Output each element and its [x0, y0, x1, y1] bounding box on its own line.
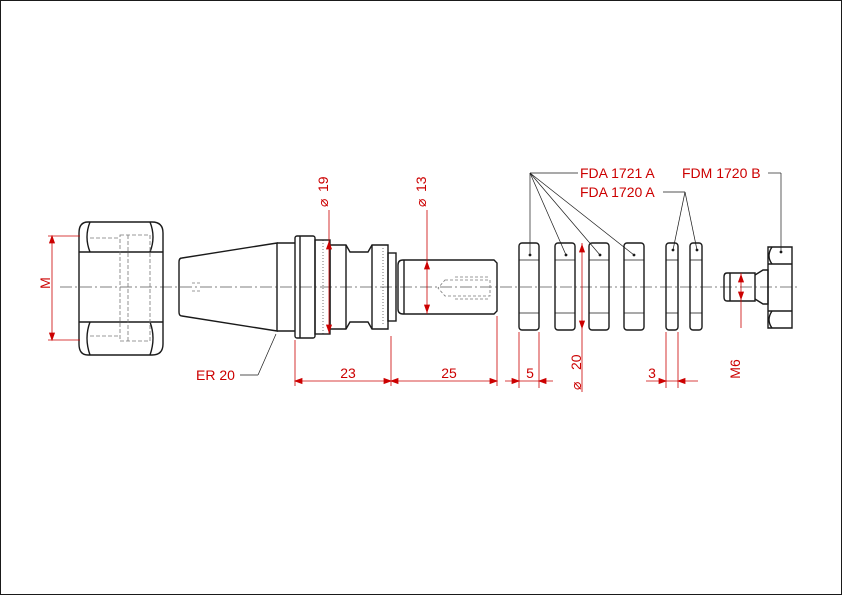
clamping-shank: [397, 259, 498, 315]
symbol-diameter-19: ⌀: [315, 198, 331, 207]
symbol-diameter-20: ⌀: [568, 381, 584, 390]
collet-nut: [78, 221, 164, 356]
ring-6: [689, 242, 703, 331]
label-length-23: 23: [340, 365, 356, 381]
label-shank-diameter-13: 13: [413, 176, 429, 192]
dimension-diameter-19: [325, 210, 333, 334]
thin-rings: [665, 242, 703, 331]
label-ring-diameter-20: 20: [568, 354, 584, 370]
ring-3: [588, 242, 610, 331]
holder-knurl-marks: [322, 240, 384, 334]
nut-hidden-lines: [90, 234, 151, 342]
label-shank-diameter-19: 19: [315, 176, 331, 192]
collet-holder: [178, 235, 397, 339]
leader-dots: [528, 248, 783, 257]
dimension-lengths: [293, 316, 499, 386]
label-screw-code: FDM 1720 B: [682, 165, 761, 181]
label-ring-thickness-5: 5: [526, 365, 534, 381]
label-thread-m6: M6: [727, 359, 743, 379]
wide-rings: [518, 242, 645, 331]
screw: [723, 246, 793, 329]
label-length-25: 25: [441, 365, 457, 381]
label-ring-b-code: FDA 1720 A: [580, 184, 655, 200]
label-ring-thickness-3: 3: [648, 365, 656, 381]
leader-collet-type: [240, 333, 277, 376]
thin-ring-chamfers: [666, 259, 702, 314]
label-ring-a-code: FDA 1721 A: [580, 165, 655, 181]
label-nut-size: M: [37, 277, 53, 289]
dimension-diameter-13: [423, 210, 431, 314]
ring-1: [518, 242, 540, 331]
dimension-ring-thickness-3: [646, 332, 698, 388]
dimension-thread-m6: [737, 273, 745, 328]
taper-hidden-point: [192, 282, 200, 292]
ring-4: [623, 242, 645, 331]
ring-5: [665, 242, 679, 331]
dimension-m: [48, 234, 80, 342]
dimension-ring-diameter-20: [578, 243, 586, 392]
label-collet-type: ER 20: [196, 367, 235, 383]
wide-ring-chamfers: [519, 259, 644, 314]
symbol-diameter-13: ⌀: [413, 198, 429, 207]
ring-2: [554, 242, 576, 331]
leader-ring-codes: [529, 172, 782, 256]
shank-hidden-bore: [437, 276, 491, 300]
dimension-ring-thickness-5: [505, 332, 553, 388]
